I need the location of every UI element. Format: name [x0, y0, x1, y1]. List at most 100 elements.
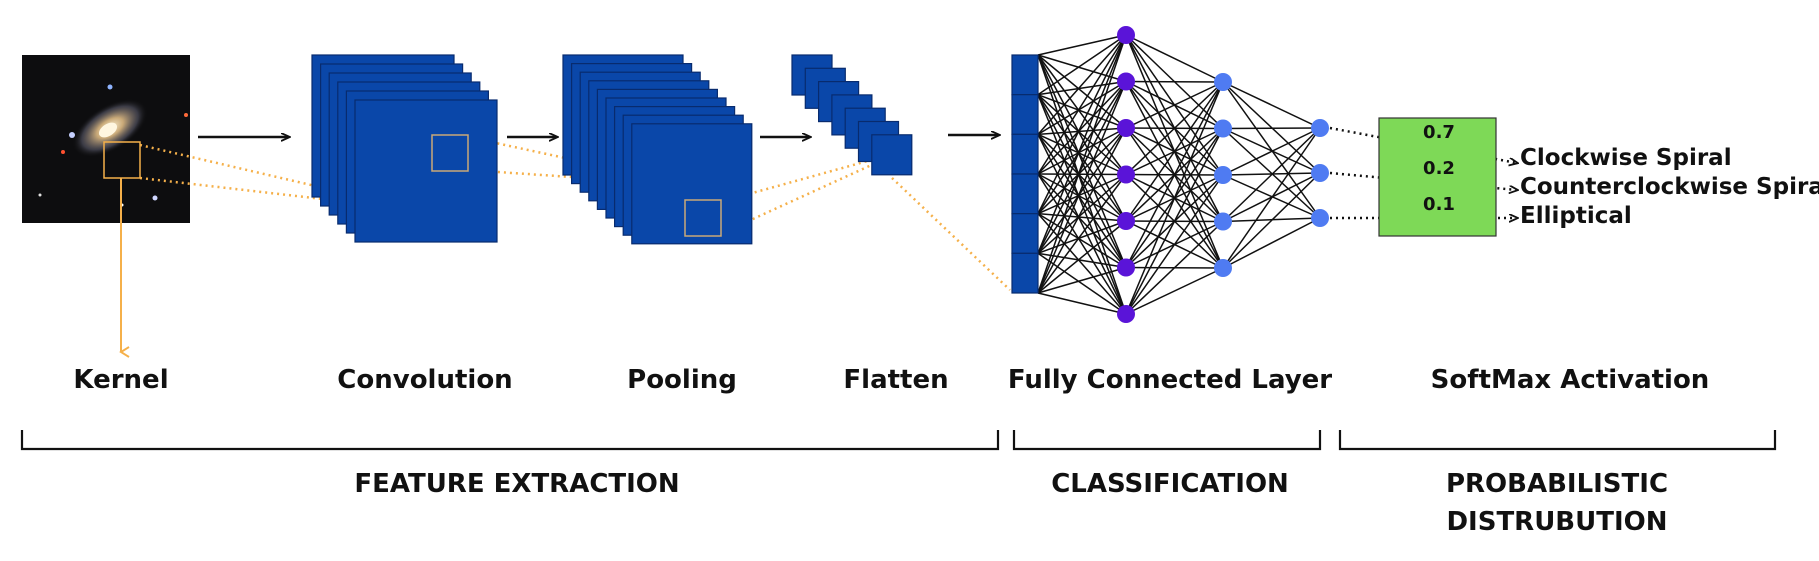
fully-connected-nodes	[1117, 26, 1329, 323]
connection-edge	[1037, 80, 1127, 175]
connection-edge	[1037, 173, 1127, 176]
output-node	[1311, 119, 1329, 137]
probabilistic-bracket	[1338, 430, 1777, 451]
hidden-node	[1117, 212, 1135, 230]
hidden-node	[1117, 258, 1135, 277]
flatten-vector	[1011, 54, 1039, 294]
galaxy-photo	[22, 55, 190, 223]
connection-edge	[1037, 174, 1127, 294]
connection-edge	[1037, 34, 1127, 56]
connection-edge	[1037, 94, 1127, 315]
connection-edge	[1037, 133, 1127, 222]
probabilistic-title: PROBABILISTIC DISTRUBUTION	[1446, 465, 1668, 541]
feature-extraction-bracket	[20, 430, 1000, 451]
connection-edge	[1125, 34, 1224, 83]
hidden-node	[1214, 73, 1232, 91]
connection-edge	[1037, 80, 1127, 96]
connection-edge	[1125, 80, 1224, 83]
connection-edge	[1037, 94, 1127, 222]
connection-edge	[1037, 34, 1127, 294]
connection-edge	[1037, 81, 1127, 294]
connection-edge	[1037, 173, 1127, 315]
connection-edge	[1037, 212, 1127, 222]
connection-edge	[1037, 54, 1127, 315]
connection-edge	[1037, 127, 1127, 294]
connection-edge	[1037, 127, 1127, 136]
connection-edge	[1037, 34, 1127, 96]
hidden-node	[1214, 259, 1232, 277]
connection-edge	[1125, 81, 1224, 222]
connection-edge	[1037, 134, 1127, 315]
kernel-label: Kernel	[73, 365, 169, 395]
connection-edge	[1037, 252, 1127, 269]
connection-edge	[1037, 292, 1127, 315]
pooling-feature-maps	[562, 54, 753, 245]
connection-edge	[1222, 127, 1321, 176]
class-label: Counterclockwise Spiral	[1520, 174, 1819, 200]
connection-edge	[1222, 127, 1321, 269]
output-node	[1311, 209, 1329, 227]
connection-edge	[1037, 34, 1127, 214]
flatten-cell	[1011, 94, 1039, 135]
connection-edge	[1037, 220, 1127, 294]
hidden-node	[1117, 26, 1135, 44]
connection-edge	[1037, 133, 1127, 176]
connection-edge	[1037, 252, 1127, 315]
hidden-node	[1214, 212, 1232, 231]
probability-value: 0.2	[1423, 158, 1455, 179]
connection-edge	[1037, 81, 1127, 254]
hidden-node	[1117, 119, 1135, 137]
connection-edge	[1037, 34, 1127, 135]
connection-edge	[1125, 81, 1224, 129]
probability-value: 0.7	[1423, 122, 1455, 143]
connection-edge	[1222, 217, 1321, 269]
connection-edge	[1037, 34, 1127, 254]
convolution-window	[431, 134, 469, 172]
connection-edge	[1125, 81, 1224, 315]
hidden-node	[1117, 72, 1135, 91]
fully-connected-edges	[1037, 34, 1321, 315]
flatten-cell	[1011, 252, 1039, 294]
output-node	[1311, 164, 1329, 182]
connection-edge	[1037, 133, 1127, 268]
section-brackets	[20, 430, 1777, 451]
connection-edge	[1125, 81, 1224, 268]
connection-edge	[1125, 267, 1224, 315]
classification-title: CLASSIFICATION	[1051, 469, 1289, 499]
flatten-cell	[1011, 213, 1039, 254]
hidden-node	[1117, 305, 1135, 323]
connection-edge	[1037, 94, 1127, 268]
connection-edge	[1037, 93, 1127, 129]
connection-edge	[1037, 213, 1127, 315]
class-label: Clockwise Spiral	[1520, 145, 1732, 171]
convolution-feature-maps	[311, 54, 498, 243]
connection-edge	[1222, 172, 1321, 269]
pooling-label: Pooling	[627, 365, 737, 395]
hidden-node	[1214, 119, 1232, 138]
hidden-node	[1117, 165, 1135, 184]
softmax-label: SoftMax Activation	[1430, 365, 1710, 395]
pooling-window	[684, 199, 722, 237]
hidden-node	[1214, 166, 1232, 184]
class-label: Elliptical	[1520, 203, 1632, 229]
classification-bracket	[1012, 430, 1322, 451]
flatten-cell	[1011, 54, 1039, 96]
feature-extraction-title: FEATURE EXTRACTION	[354, 469, 680, 499]
flatten-maps	[791, 54, 913, 176]
connection-edge	[1037, 173, 1127, 269]
connection-edge	[1125, 220, 1224, 315]
flatten-label: Flatten	[843, 365, 949, 395]
connection-edge	[1037, 213, 1127, 269]
probabilistic-line-2: DISTRUBUTION	[1446, 507, 1668, 537]
softmax-box	[1378, 117, 1497, 237]
connection-edge	[1037, 94, 1127, 176]
connection-edge	[1037, 127, 1127, 175]
connection-edge	[1037, 127, 1127, 254]
connection-edge	[1125, 128, 1224, 315]
probabilistic-line-1: PROBABILISTIC	[1445, 469, 1669, 499]
flatten-cell	[1011, 173, 1039, 215]
connection-edge	[1037, 266, 1127, 294]
connection-edge	[1125, 81, 1224, 176]
